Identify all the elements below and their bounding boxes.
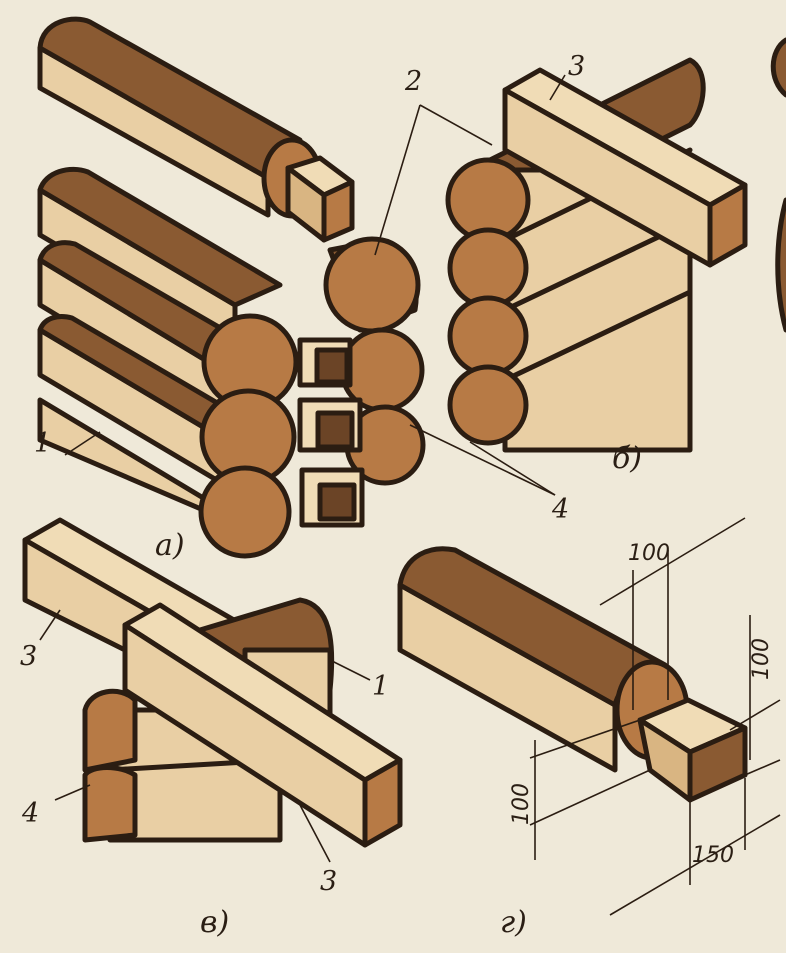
dimension-top-100: 100 <box>628 541 670 566</box>
caption-a: а) <box>155 528 185 563</box>
label-4: 4 <box>551 494 569 525</box>
label-3-fig-b: 3 <box>568 51 585 82</box>
label-1-fig-v: 1 <box>372 671 389 702</box>
label-2: 2 <box>404 66 422 97</box>
figure-v-cross-joint: 3 1 4 3 в) <box>20 517 403 940</box>
figure-b-wall-with-beam: 3 4 б) <box>445 51 748 525</box>
caption-v: в) <box>200 905 229 940</box>
figure-a-dovetail-corner: 1 2 а) <box>34 16 556 563</box>
log-stack-a <box>37 166 426 559</box>
label-4-fig-v: 4 <box>21 798 39 829</box>
caption-g: г) <box>500 905 527 940</box>
figure-g-tenon-dimensions: 100 100 100 150 г) <box>397 517 781 940</box>
label-3-fig-v-bottom: 3 <box>320 866 337 897</box>
label-1-fig-a: 1 <box>34 428 51 459</box>
caption-b: б) <box>612 441 642 476</box>
dimension-left-100: 100 <box>509 783 534 825</box>
partial-logs-right-edge <box>770 37 786 333</box>
dimension-right-100: 100 <box>749 638 774 680</box>
label-3-fig-v-left: 3 <box>20 641 37 672</box>
dimension-bottom-150: 150 <box>692 843 734 868</box>
tenon-log-top <box>37 16 355 243</box>
